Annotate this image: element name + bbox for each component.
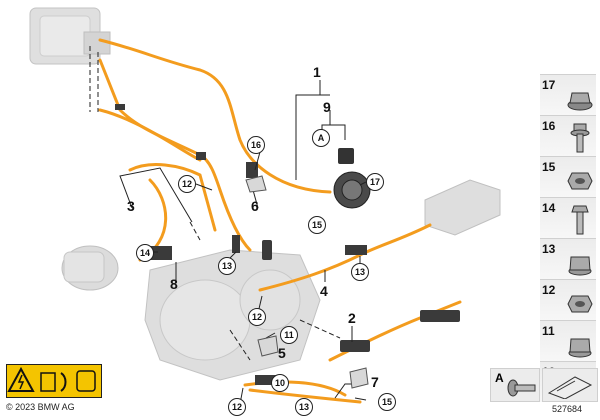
callout-circle: A	[312, 129, 330, 147]
callout-number: 6	[251, 198, 259, 214]
connectors	[115, 104, 460, 385]
callout-circle: 17	[366, 173, 384, 191]
collar-nut-icon	[568, 338, 592, 358]
hv-cables	[98, 38, 462, 404]
shim-box	[542, 368, 598, 402]
callout-circle: 10	[271, 374, 289, 392]
fastener-legend: 1716151413121110	[540, 74, 596, 402]
legend-item: 13	[540, 238, 596, 279]
legend-item: 16	[540, 115, 596, 156]
charging-socket	[333, 148, 371, 209]
hv-warning-label	[6, 364, 102, 398]
callout-number: 1	[313, 64, 321, 80]
callout-circle: 12	[248, 308, 266, 326]
callout-number: 7	[371, 374, 379, 390]
torx-screw-icon	[507, 379, 536, 397]
dashed-guides	[89, 46, 341, 361]
shim-icon	[547, 376, 593, 399]
detail-a-label: A	[495, 371, 504, 385]
legend-item: 11	[540, 320, 596, 361]
callout-circle: 16	[247, 136, 265, 154]
legend-item-number: 13	[542, 242, 556, 256]
callout-circle: 13	[218, 257, 236, 275]
callout-number: 9	[323, 99, 331, 115]
inverter-unit	[29, 7, 111, 65]
callout-number: 2	[348, 310, 356, 326]
legend-item: 14	[540, 197, 596, 238]
callout-number: 3	[127, 198, 135, 214]
legend-item-number: 14	[542, 201, 556, 215]
warning-symbols	[7, 366, 96, 392]
hex-nut-icon	[567, 172, 593, 190]
legend-item-number: 11	[542, 324, 555, 338]
callout-circle: 13	[295, 398, 313, 416]
compressor-unit	[61, 245, 119, 291]
callout-circle: 11	[280, 326, 298, 344]
callout-number: 8	[170, 276, 178, 292]
legend-item: 12	[540, 279, 596, 320]
legend-item-number: 17	[542, 78, 556, 92]
flange-bolt-icon	[570, 123, 590, 153]
legend-item-number: 16	[542, 119, 556, 133]
callout-circle: 14	[136, 244, 154, 262]
copyright-text: © 2023 BMW AG	[6, 402, 75, 412]
callout-circle: 12	[228, 398, 246, 416]
legend-item-number: 12	[542, 283, 556, 297]
battery-module	[424, 179, 501, 236]
detail-a-box: A	[490, 368, 540, 402]
callout-number: 5	[278, 345, 286, 361]
callout-circle: 12	[178, 175, 196, 193]
callout-circle: 15	[378, 393, 396, 411]
hex-nut-icon	[567, 295, 593, 313]
flange-nut-icon	[567, 92, 593, 111]
collar-nut-icon	[568, 256, 592, 276]
callout-number: 4	[320, 283, 328, 299]
detail-a-row: A	[490, 368, 598, 402]
legend-item: 15	[540, 156, 596, 197]
legend-item: 17	[540, 74, 596, 115]
legend-item-number: 15	[542, 160, 556, 174]
callout-circle: 13	[351, 263, 369, 281]
reference-number: 527684	[552, 404, 583, 414]
bracket-parts	[245, 175, 369, 389]
callout-circle: 15	[308, 216, 326, 234]
hex-bolt-icon	[571, 205, 589, 235]
